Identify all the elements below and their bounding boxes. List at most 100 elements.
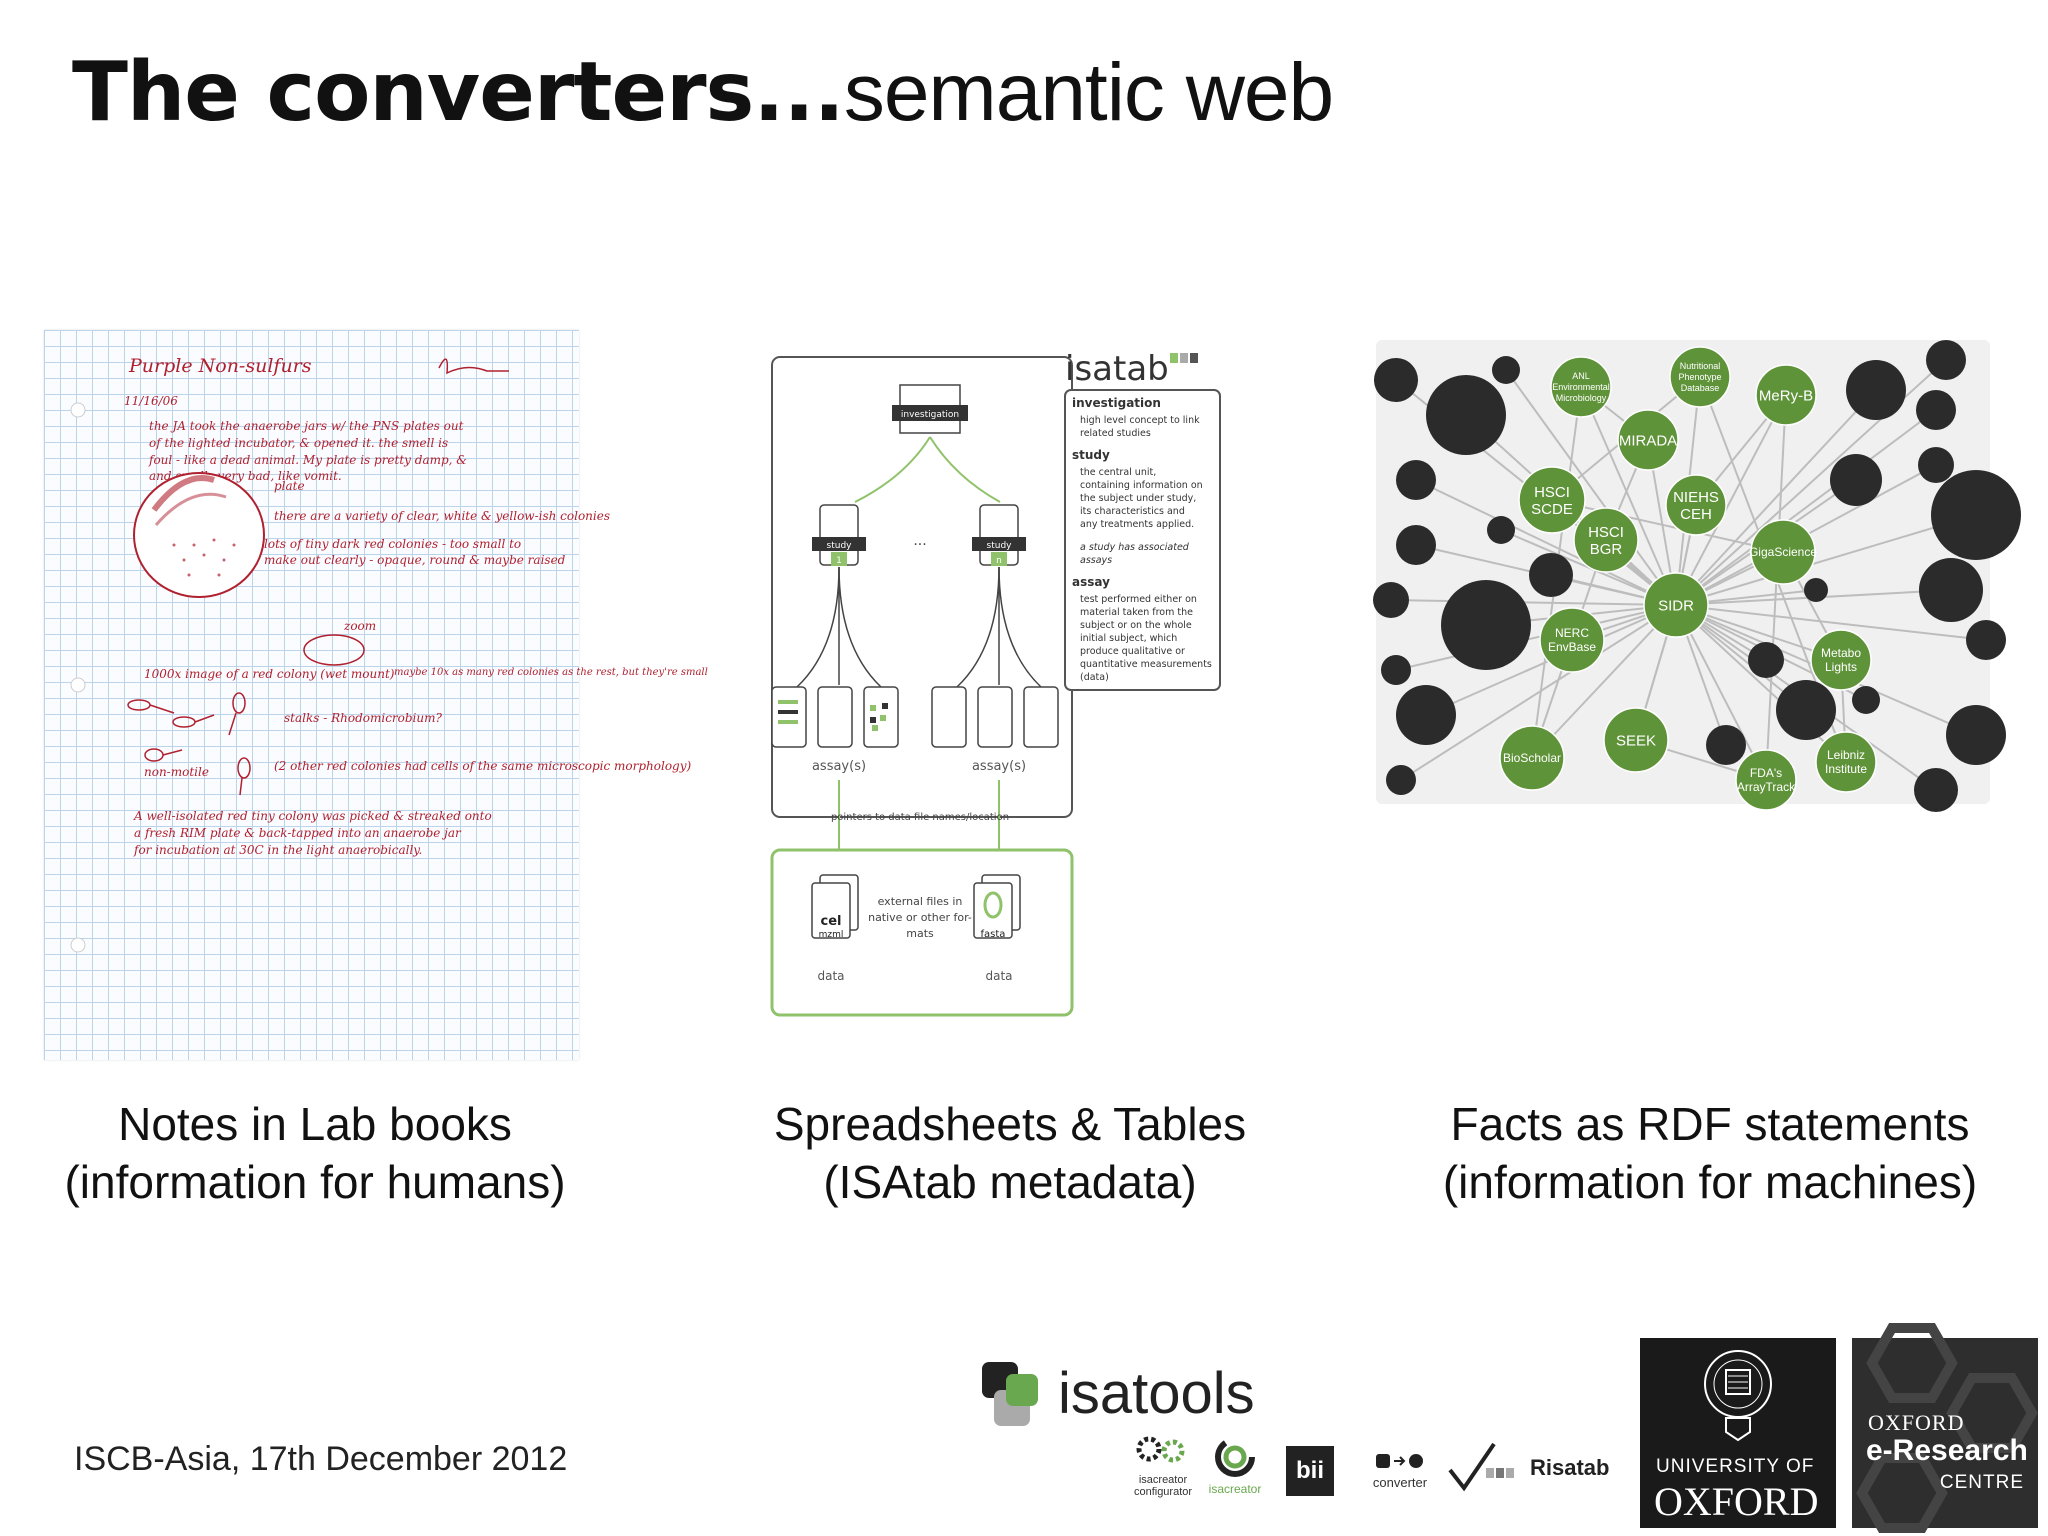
assay-label-1: assay(s): [812, 759, 866, 774]
network-node-label: FDA's: [1750, 766, 1782, 780]
caption-lab-books-line1: Notes in Lab books: [118, 1098, 512, 1150]
isacreator-configurator-logo: isacreator configurator: [1128, 1435, 1198, 1498]
network-dark-node: [1426, 375, 1506, 455]
network-node-label: NERC: [1555, 626, 1589, 640]
network-node-label: CEH: [1680, 506, 1712, 523]
caption-lab-books: Notes in Lab books (information for huma…: [40, 1095, 590, 1211]
legend-desc: any treatments applied.: [1080, 519, 1194, 530]
caption-rdf-line2: (information for machines): [1442, 1156, 1978, 1208]
network-dark-node: [1919, 558, 1983, 622]
converter-logo: converter: [1365, 1450, 1435, 1490]
legend-desc: assays: [1080, 555, 1112, 566]
network-node-label: Phenotype: [1678, 372, 1721, 382]
file-mzml: mzml: [819, 930, 844, 940]
legend-desc: its characteristics and: [1080, 506, 1185, 517]
network-edge: [1395, 604, 1677, 671]
notebook-date: 11/16/06: [124, 394, 178, 408]
network-node-label: EnvBase: [1548, 640, 1596, 654]
study-num-n: n: [996, 556, 1002, 566]
network-edge: [1675, 604, 1847, 763]
isacreator-label: isacreator: [1208, 1482, 1262, 1496]
network-dark-node: [1381, 655, 1411, 685]
network-node-label: SEEK: [1616, 732, 1656, 749]
network-dark-node: [1846, 360, 1906, 420]
isatab-diagram: investigation study 1 ... study n assay(…: [760, 345, 1230, 1017]
hexagon-pattern-icon: [1856, 1323, 2038, 1533]
network-edge: [1675, 394, 1787, 606]
legend-desc: subject or on the whole: [1080, 620, 1192, 631]
network-node-label: BGR: [1590, 541, 1623, 558]
network-dark-node: [1396, 685, 1456, 745]
assay-label-n: assay(s): [972, 759, 1026, 774]
network-dark-node: [1441, 580, 1531, 670]
network-node-label: Institute: [1825, 762, 1867, 776]
notebook-line: A well-isolated red tiny colony was pick…: [133, 809, 492, 823]
network-node-label: Lights: [1825, 660, 1857, 674]
risatab-logo: Risatab: [1530, 1455, 1609, 1481]
network-dark-node: [1529, 553, 1573, 597]
eresearch-centre-label: CENTRE: [1939, 1472, 2024, 1493]
isacreator-configurator-label: isacreator configurator: [1133, 1474, 1193, 1498]
caption-rdf-line1: Facts as RDF statements: [1450, 1098, 1970, 1150]
caption-lab-books-line2: (information for humans): [64, 1156, 566, 1208]
network-edge: [1675, 604, 1987, 641]
external-files-line-2: native or other for-: [868, 911, 972, 924]
network-node-label: MIRADA: [1619, 432, 1677, 449]
title-bold: The converters...: [72, 45, 845, 140]
isacreator-logo: isacreator: [1200, 1435, 1270, 1496]
file-cel: cel: [821, 914, 842, 929]
network-dark-node: [1706, 725, 1746, 765]
legend-term: assay: [1072, 575, 1110, 589]
oxford-crest-icon: [1704, 1350, 1772, 1442]
network-dark-node: [1373, 582, 1409, 618]
legend-desc: quantitative measurements: [1080, 659, 1212, 670]
lab-notebook-image: Purple Non-sulfurs 11/16/06 the JA took …: [44, 330, 708, 1060]
network-edge: [1765, 394, 1787, 781]
network-dark-node: [1492, 356, 1520, 384]
legend-desc: a study has associated: [1080, 542, 1190, 553]
oxford-university-label: UNIVERSITY OF: [1656, 1456, 1815, 1477]
legend-desc: test performed either on: [1080, 594, 1197, 605]
network-dark-node: [1830, 454, 1882, 506]
slide-title: The converters...semantic web: [72, 45, 1334, 140]
network-dark-node: [1374, 358, 1418, 402]
network-dark-node: [1918, 447, 1954, 483]
network-node-label: Environmental: [1552, 382, 1610, 392]
notebook-header: Purple Non-sulfurs: [128, 355, 312, 377]
legend-desc: the central unit,: [1080, 467, 1156, 478]
network-node-label: HSCI: [1588, 524, 1624, 541]
node-study-n: study: [987, 541, 1013, 551]
legend-desc: (data): [1080, 672, 1109, 683]
network-node-label: Leibniz: [1827, 748, 1865, 762]
isatools-suffix: tools: [1132, 1361, 1255, 1426]
external-files-line-3: mats: [906, 927, 934, 940]
legend-desc: high level concept to link: [1080, 415, 1200, 426]
network-node-label: ANL: [1572, 371, 1590, 381]
notebook-line: lots of tiny dark red colonies - too sma…: [264, 537, 521, 551]
notebook-line: the JA took the anaerobe jars w/ the PNS…: [149, 419, 464, 433]
network-edge: [1531, 604, 1677, 759]
network-dark-node: [1804, 578, 1828, 602]
legend-desc: initial subject, which: [1080, 633, 1177, 644]
network-edge: [1400, 604, 1677, 781]
notebook-line: of the lighted incubator, & opened it. t…: [149, 436, 448, 450]
notebook-line: (2 other red colonies had cells of the s…: [274, 759, 692, 773]
bii-logo: bii: [1286, 1446, 1334, 1496]
network-node: MIRADA: [1617, 409, 1679, 471]
network-edge: [1675, 389, 1877, 606]
legend-desc: containing information on: [1080, 480, 1203, 491]
network-node-label: Database: [1681, 383, 1720, 393]
network-node-label: SCDE: [1531, 501, 1573, 518]
oxford-name-label: OXFORD: [1654, 1479, 1819, 1524]
converter-icon: [1376, 1454, 1423, 1468]
network-node-label: NIEHS: [1673, 489, 1719, 506]
converter-label: converter: [1372, 1475, 1428, 1490]
